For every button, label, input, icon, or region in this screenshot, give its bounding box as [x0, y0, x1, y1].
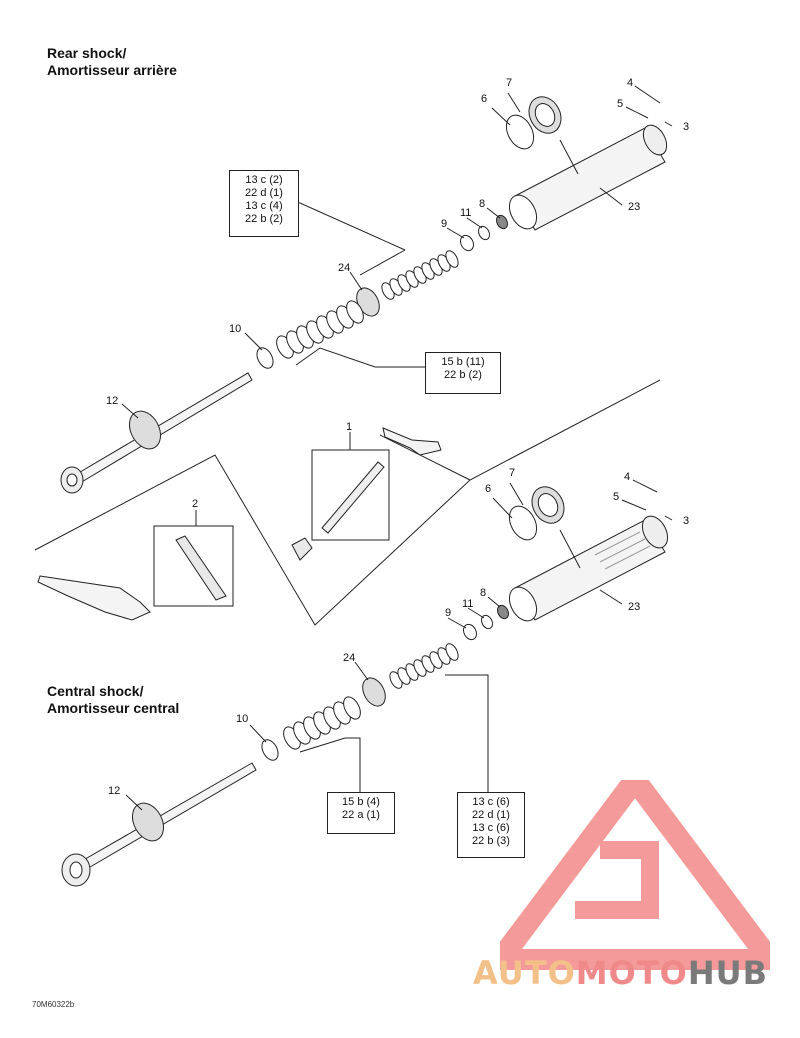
suspension-arm: [37, 575, 151, 621]
central-box-right-line: 13 c (6): [472, 822, 510, 834]
drawing-code: 70M60322b: [32, 1000, 75, 1009]
central-body-cylinder: [508, 515, 669, 622]
separator-line: [379, 434, 471, 481]
watermark-part-moto: MOTO: [575, 954, 688, 992]
rear-callout-24: 24: [338, 262, 350, 274]
rear-lower-shim-stack: [276, 300, 364, 359]
central-shaft: [79, 762, 257, 871]
rear-callout-4: 4: [627, 77, 633, 89]
rear-box-upper-line: 22 d (1): [245, 187, 283, 199]
rear-callout-6: 6: [481, 93, 487, 105]
rear-upper-shim-stack: [381, 250, 459, 300]
central-lower-shim-stack: [283, 696, 361, 750]
central-callout-12: 12: [108, 785, 120, 797]
rear-shaft: [74, 372, 253, 484]
rear-callout-12: 12: [106, 395, 118, 407]
watermark-logo-mark: [500, 780, 770, 970]
rear-washer-9: [460, 234, 474, 252]
rear-heading-line2: Amortisseur arrière: [47, 62, 177, 78]
central-callout-5: 5: [613, 491, 619, 503]
central-ring-6: [508, 505, 538, 541]
rear-box-upper: 13 c (2) 22 d (1) 13 c (4) 22 b (2): [229, 170, 299, 237]
rear-box-lower-line: 22 b (2): [444, 369, 482, 381]
rear-callout-10: 10: [229, 323, 241, 335]
central-washer-11: [480, 614, 494, 630]
central-piston-24: [362, 677, 386, 707]
rear-callout-9: 9: [441, 218, 447, 230]
central-callout-9: 9: [445, 607, 451, 619]
central-callout-7: 7: [509, 467, 515, 479]
central-box-right: 13 c (6) 22 d (1) 13 c (6) 22 b (3): [457, 792, 525, 858]
rear-callout-8: 8: [479, 198, 485, 210]
central-washer-9: [463, 623, 477, 641]
rear-body-cylinder: [508, 124, 668, 231]
central-box-left-line: 22 a (1): [342, 809, 380, 821]
central-heading-line2: Amortisseur central: [47, 700, 180, 716]
rear-callout-23: 23: [628, 201, 640, 213]
rear-ring-6: [505, 114, 535, 150]
central-callout-4: 4: [624, 471, 630, 483]
central-callout-6: 6: [485, 483, 491, 495]
rear-washer-10: [256, 347, 274, 369]
watermark-part-auto: AUTO: [473, 954, 576, 992]
inset-1-shock: [321, 461, 385, 534]
central-upper-shim-stack: [389, 643, 459, 689]
central-box-left-line: 15 b (4): [342, 796, 380, 808]
rear-washer-11: [477, 225, 491, 241]
central-box-left: 15 b (4) 22 a (1): [327, 792, 395, 834]
central-heading-line1: Central shock/: [47, 683, 144, 699]
central-box-right-line: 22 b (3): [472, 835, 510, 847]
rear-seat-12: [128, 410, 162, 450]
rear-callout-1: 1: [346, 421, 352, 433]
inset-box-2: [153, 525, 234, 607]
rear-box-upper-line: 13 c (4): [245, 200, 283, 212]
rear-callout-3: 3: [683, 121, 689, 133]
central-shock-heading: Central shock/ Amortisseur central: [47, 683, 179, 717]
rear-callout-7: 7: [506, 77, 512, 89]
central-callout-23: 23: [628, 601, 640, 613]
central-callout-11: 11: [462, 598, 473, 610]
mounting-bracket-top: [382, 427, 442, 456]
rear-nut-8: [495, 214, 509, 230]
central-callout-3: 3: [683, 515, 689, 527]
mounting-bracket-left: [291, 537, 313, 561]
rear-box-upper-line: 22 b (2): [245, 213, 283, 225]
inset-2-shock: [175, 535, 227, 601]
central-washer-10: [261, 739, 279, 761]
rear-box-lower-line: 15 b (11): [441, 356, 485, 368]
rear-box-upper-line: 13 c (2): [245, 174, 283, 186]
rear-heading-line1: Rear shock/: [47, 45, 127, 61]
central-callout-8: 8: [480, 587, 486, 599]
central-box-right-line: 13 c (6): [472, 796, 510, 808]
rear-box-lower: 15 b (11) 22 b (2): [425, 352, 501, 394]
central-nut-8: [496, 604, 510, 620]
central-seat-12: [131, 802, 165, 842]
central-callout-10: 10: [236, 713, 248, 725]
separator-line: [34, 379, 661, 626]
central-box-right-line: 22 d (1): [472, 809, 510, 821]
rear-callout-2: 2: [192, 498, 198, 510]
rear-callout-5: 5: [617, 98, 623, 110]
central-callout-24: 24: [343, 652, 355, 664]
rear-callout-11: 11: [460, 207, 471, 219]
watermark-part-hub: HUB: [687, 954, 769, 992]
watermark-logo-text: AUTOMOTOHUB: [473, 954, 768, 992]
rear-shock-heading: Rear shock/ Amortisseur arrière: [47, 45, 177, 79]
